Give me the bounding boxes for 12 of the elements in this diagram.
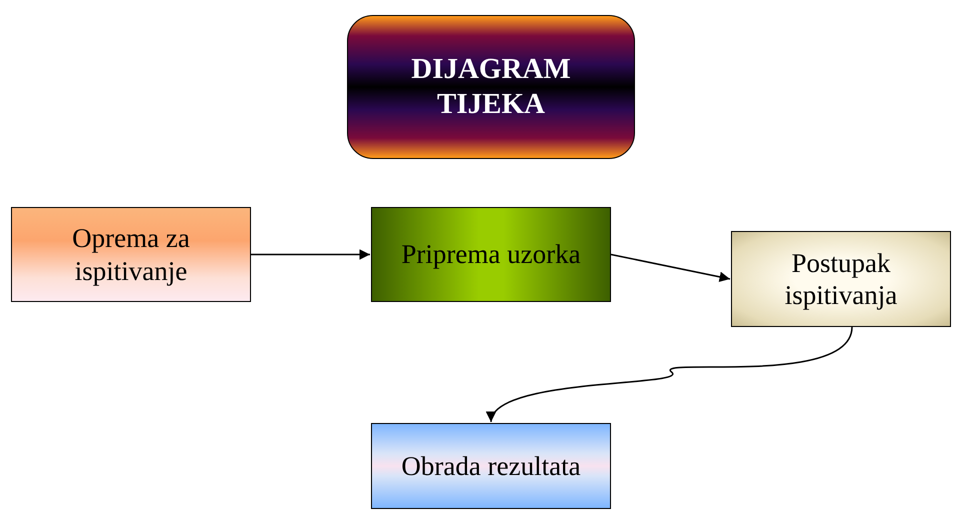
- arrow: [610, 254, 730, 282]
- process-box: [371, 423, 611, 509]
- title-box: [347, 15, 635, 159]
- arrow: [251, 249, 370, 260]
- process-box: [371, 207, 611, 302]
- box-label: Obrada rezultata: [401, 450, 581, 482]
- box-label: Oprema za ispitivanje: [71, 222, 191, 287]
- process-box: [11, 207, 251, 302]
- box-label: Priprema uzorka: [401, 238, 581, 271]
- process-box: [731, 231, 951, 327]
- title-text: DIJAGRAM TIJEKA: [410, 52, 572, 122]
- box-label: Postupak ispitivanja: [784, 246, 898, 312]
